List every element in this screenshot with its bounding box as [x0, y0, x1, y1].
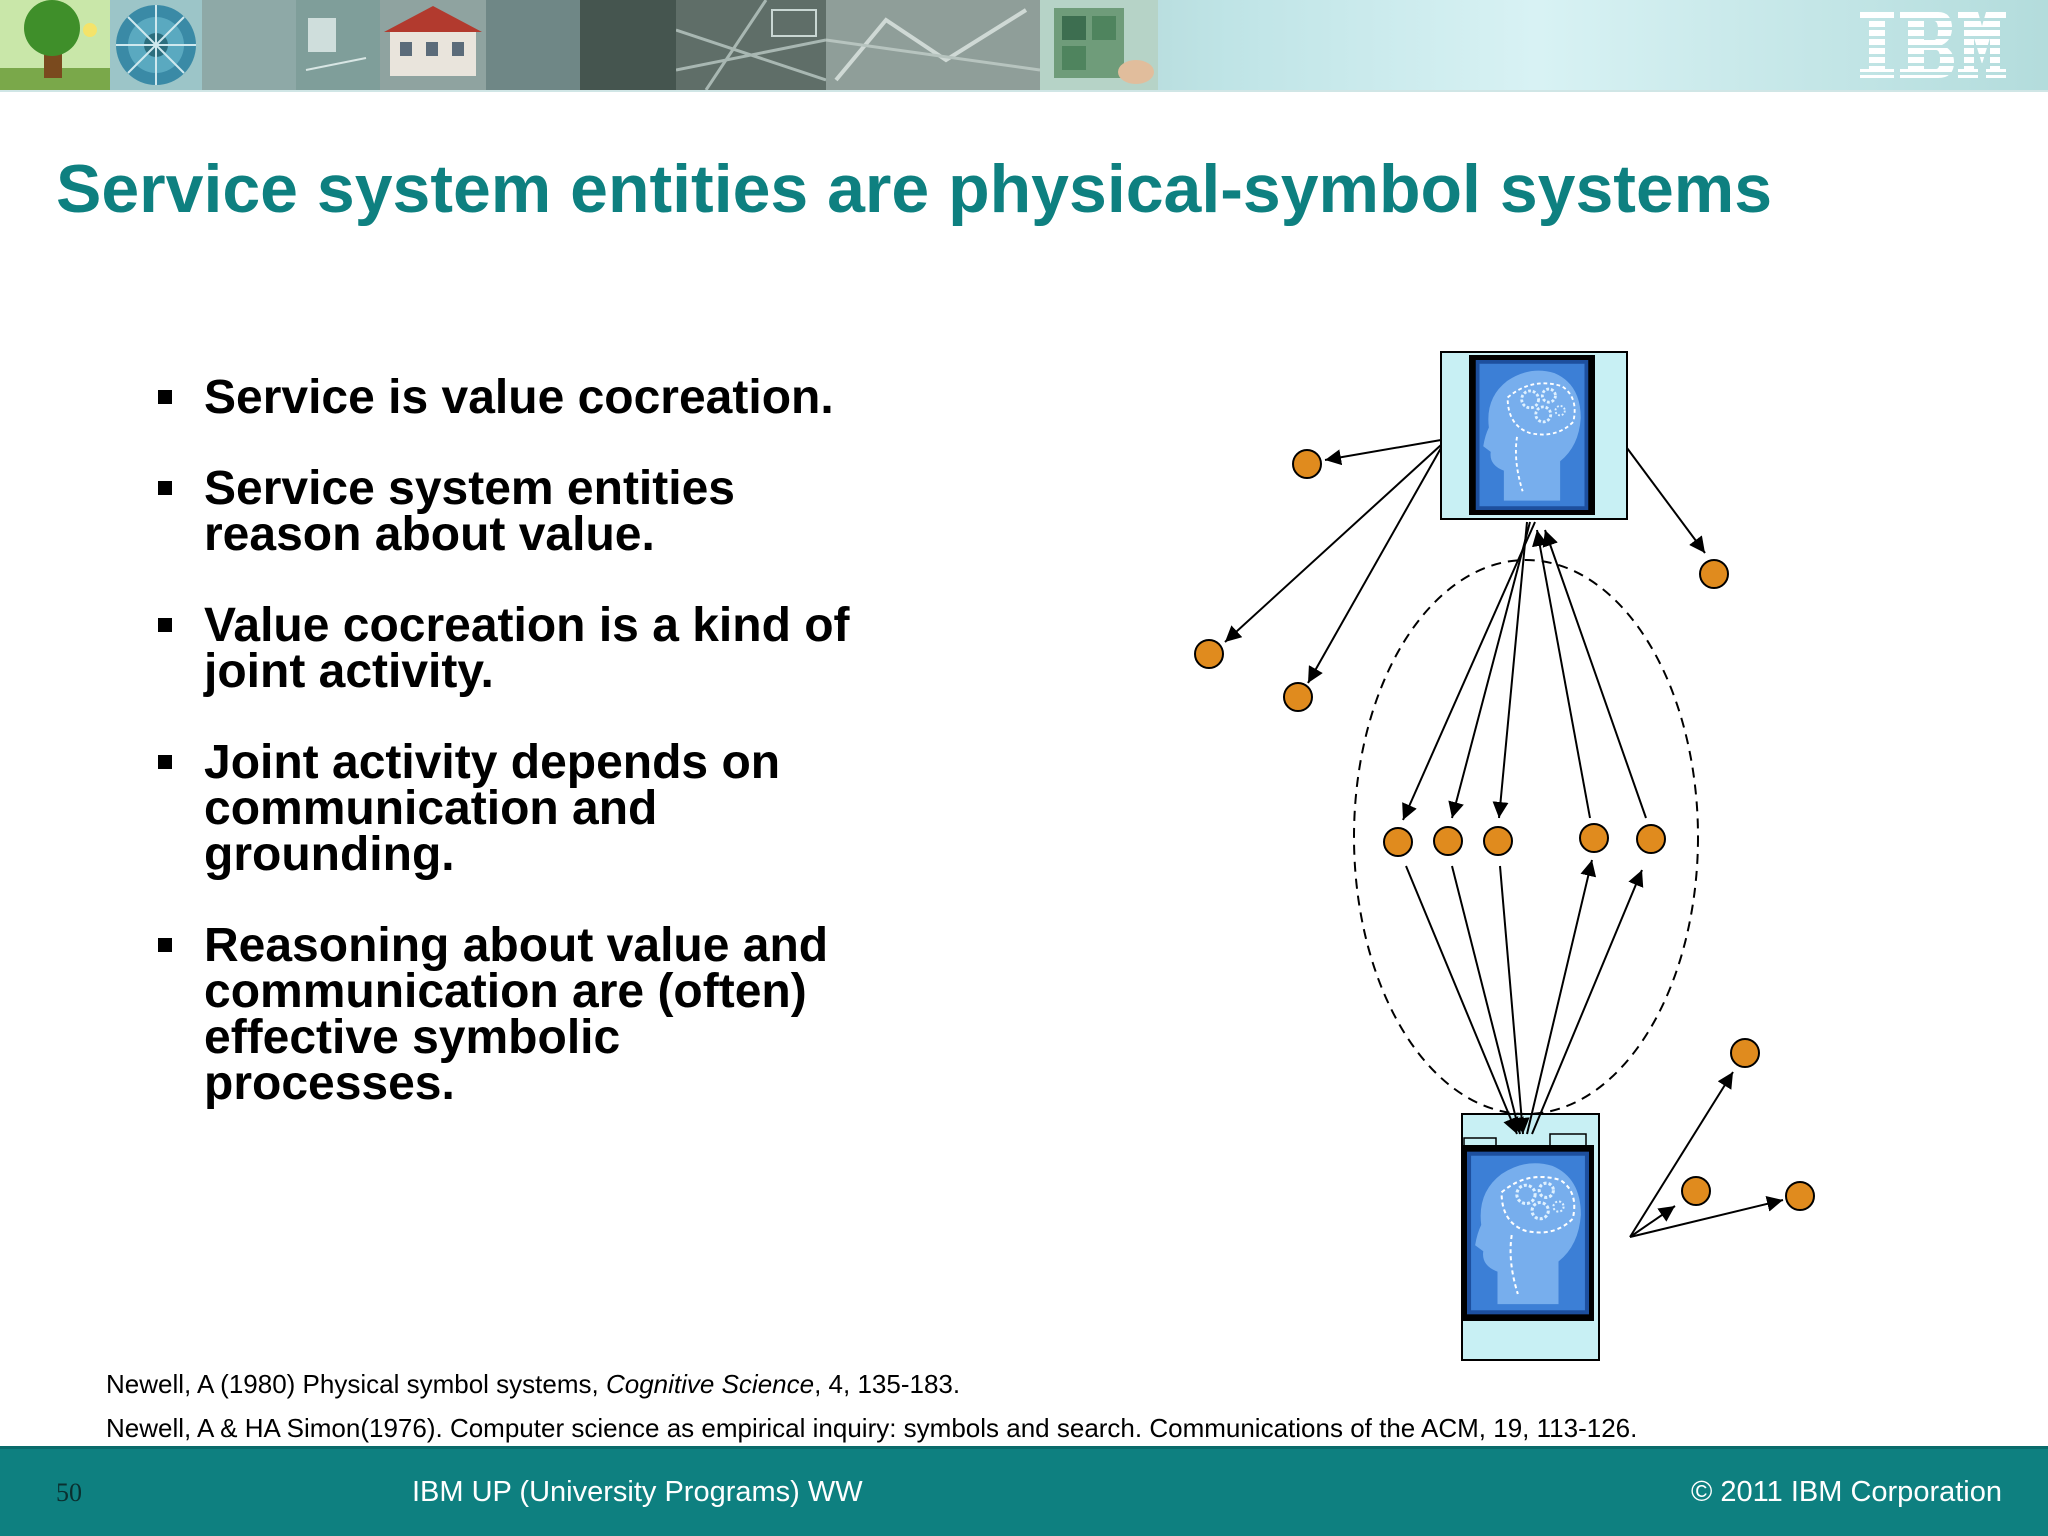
lamp-icon	[296, 0, 380, 90]
symbol-node	[1483, 826, 1513, 856]
reference-journal: Cognitive Science	[605, 1369, 815, 1399]
symbol-node	[1433, 826, 1463, 856]
symbol-node	[1699, 559, 1729, 589]
slide-title: Service system entities are physical-sym…	[56, 151, 1773, 227]
footer-copyright: © 2011 IBM Corporation	[1691, 1476, 2002, 1508]
bullet-text: Service system entities reason about val…	[204, 462, 735, 561]
footer-program: IBM UP (University Programs) WW	[412, 1476, 863, 1508]
banner-tile-dark	[580, 0, 676, 90]
header-banner	[0, 0, 2048, 90]
symbol-nodes	[1194, 449, 1815, 1211]
hand-board-icon	[1040, 0, 1158, 90]
symbol-node	[1283, 682, 1313, 712]
bullet-square-icon	[158, 481, 172, 495]
banner-divider	[0, 90, 2048, 92]
bullet-item: Value cocreation is a kind of joint acti…	[150, 602, 850, 696]
footer-border	[0, 1446, 2048, 1449]
bullet-text: Service is value cocreation.	[204, 371, 834, 424]
ibm-logo	[1860, 12, 2006, 78]
top-entity	[1440, 351, 1628, 520]
arrows	[1224, 439, 1784, 1238]
bullet-square-icon	[158, 755, 172, 769]
symbol-node	[1636, 824, 1666, 854]
bullet-item: Service is value cocreation.	[150, 374, 850, 422]
reference-text: , 4, 135-183.	[814, 1369, 961, 1399]
bullet-square-icon	[158, 390, 172, 404]
bullet-item: Service system entities reason about val…	[150, 465, 850, 559]
bullet-square-icon	[158, 938, 172, 952]
banner-tile-slate	[486, 0, 580, 90]
wheel-icon	[110, 0, 202, 90]
symbol-node	[1292, 449, 1322, 479]
footer: 50 IBM UP (University Programs) WW © 201…	[0, 1446, 2048, 1536]
bullet-item: Reasoning about value and communication …	[150, 922, 850, 1108]
house-icon	[380, 0, 486, 90]
references: Newell, A (1980) Physical symbol systems…	[106, 1362, 1906, 1450]
roads-icon	[676, 0, 826, 90]
symbol-node	[1785, 1181, 1815, 1211]
symbol-node	[1730, 1038, 1760, 1068]
bullet-text: Value cocreation is a kind of joint acti…	[204, 599, 850, 698]
tree-icon	[0, 0, 110, 90]
symbol-node	[1194, 639, 1224, 669]
reference-newell-simon-1976: Newell, A & HA Simon(1976). Computer sci…	[106, 1413, 1638, 1443]
symbol-node	[1383, 827, 1413, 857]
banner-tile-gray	[202, 0, 296, 90]
page-number: 50	[56, 1478, 82, 1507]
bullet-square-icon	[158, 618, 172, 632]
bullet-text: Reasoning about value and communication …	[204, 919, 829, 1110]
symbol-exchange-diagram	[1194, 351, 1815, 1361]
symbol-node	[1579, 823, 1609, 853]
symbol-node	[1681, 1176, 1711, 1206]
map-icon	[826, 0, 1040, 90]
reference-newell-1980: Newell, A (1980) Physical symbol systems…	[106, 1362, 1906, 1406]
bullet-item: Joint activity depends on communication …	[150, 739, 850, 879]
reference-text: Newell, A (1980) Physical symbol systems…	[106, 1369, 606, 1399]
bullet-list: Service is value cocreation. Service sys…	[150, 374, 850, 1152]
bottom-entity	[1461, 1113, 1600, 1361]
bullet-text: Joint activity depends on communication …	[204, 736, 781, 881]
